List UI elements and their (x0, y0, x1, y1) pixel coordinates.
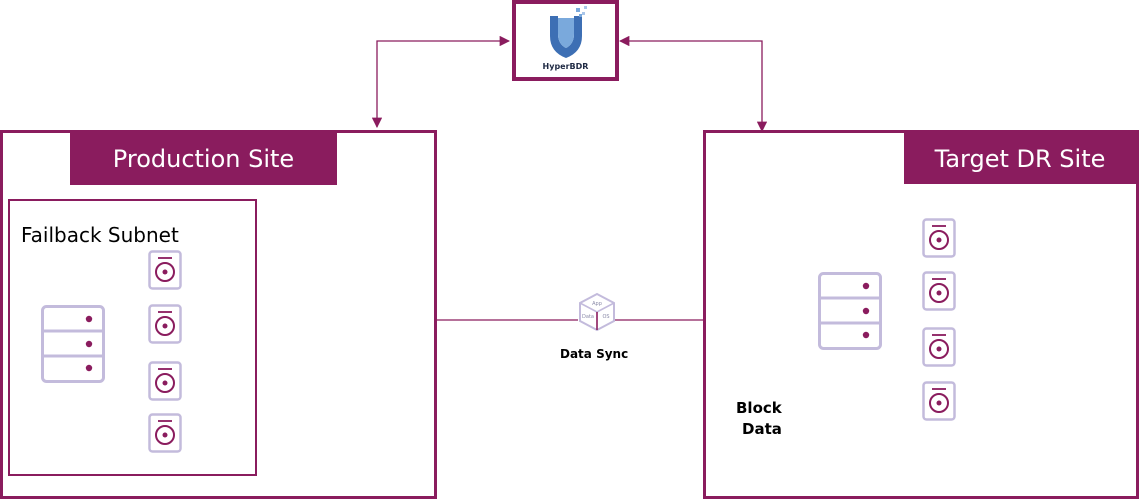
shield-icon (550, 6, 587, 58)
disk-icon (148, 250, 182, 290)
failback-subnet-box (8, 199, 257, 476)
production-site-title: Production Site (70, 133, 337, 185)
target-site-box (703, 130, 1139, 499)
data-sync-cube-icon: App Data OS (579, 292, 615, 332)
failback-subnet-label: Failback Subnet (21, 223, 179, 247)
block-data-label-line2: Data (742, 420, 782, 438)
production-server-icon (41, 305, 105, 383)
target-server-icon (818, 272, 882, 350)
target-site-title: Target DR Site (904, 133, 1136, 184)
hyperbdr-production-connector (371, 35, 511, 129)
data-sync-cube-word-os: OS (602, 314, 609, 320)
hyperbdr-label: HyperBDR (542, 62, 589, 71)
data-sync-label: Data Sync (560, 347, 629, 361)
disk-icon (922, 218, 956, 258)
disk-icon (148, 361, 182, 401)
hyperbdr-box: HyperBDR (512, 0, 619, 81)
hyperbdr-target-connector (618, 35, 768, 133)
disk-icon (922, 271, 956, 311)
data-sync-cube-word-data: Data (582, 314, 594, 320)
disk-icon (148, 304, 182, 344)
disk-icon (148, 413, 182, 453)
disk-icon (922, 327, 956, 367)
block-data-label-line1: Block (736, 399, 782, 417)
data-sync-cube-word-app: App (592, 301, 602, 307)
disk-icon (922, 381, 956, 421)
